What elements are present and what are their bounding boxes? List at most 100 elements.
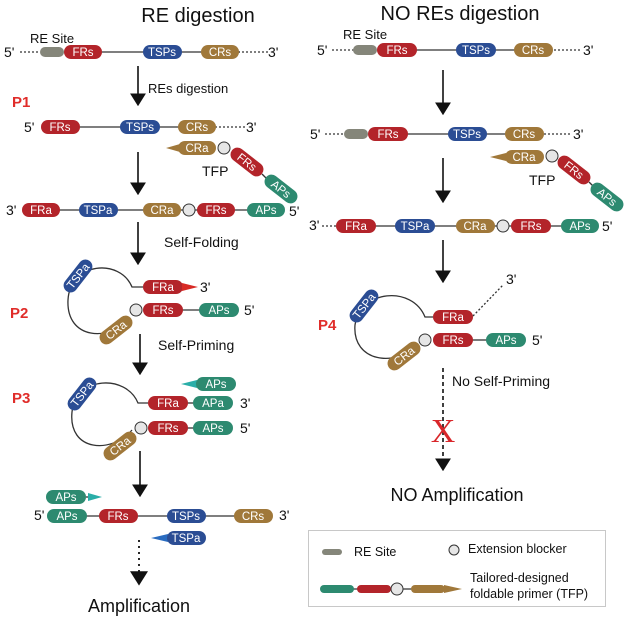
segment-tsps [448,127,487,141]
segment-fra [433,310,473,324]
primer-arrowhead [181,380,197,388]
segment-crs [514,43,553,57]
p4-folded-structure: P4 TSPa CRa FRa 3' FRs APs 5' [318,271,542,371]
segment-crs [178,120,216,134]
primer-aps [46,490,86,504]
segment-crs [201,45,239,59]
segment-label: FRa [157,398,179,410]
re-site-legend-icon [322,549,342,555]
five-prime-end: 5' [317,42,327,58]
five-prime-end: 5' [240,420,250,436]
p3-label: P3 [12,390,30,407]
segment-label: APs [56,511,77,523]
p2-folded-structure: P2 TSPa CRa FRa 3' FRs APs 5' [10,259,254,345]
segment-frs [99,509,138,523]
primer-aps [196,377,236,391]
p2-label: P2 [10,305,28,322]
segment-aps [561,219,599,233]
re-site-label: RE Site [30,31,74,46]
segment-label: FRa [345,221,367,233]
segment-crs [234,509,273,523]
final-amplicon: APs 5' APs FRs TSPs CRs 3' TSPa [34,490,289,545]
segment-tsps [456,43,496,57]
right-tfp-primer: CRa FRs APs TFP [490,149,624,212]
segment-label: TSPa [172,533,201,545]
extension-blocker-icon [545,149,559,163]
segment-frs [368,127,408,141]
p3-primed-structure: P3 TSPa CRa APs FRa APa 3' FRs APs 5' [12,377,250,461]
segment-label: CRa [512,152,536,164]
p1-label: P1 [12,94,30,111]
primer-arrowhead [166,144,180,152]
segment-tsps [167,509,206,523]
segment-label: APs [255,205,276,217]
segment-label: APs [202,423,223,435]
result-amplification: Amplification [88,596,190,616]
segment-label: TSPs [462,45,490,57]
segment-label: FRs [157,423,178,435]
three-prime-end: 3' [506,271,516,287]
segment-aps [199,303,239,317]
extension-blocker-icon [217,141,231,155]
segment-crs [505,127,544,141]
segment-label: APs [495,335,516,347]
legend-box: RE Site Extension blocker Tailored-desig… [308,530,606,607]
primer-arrowhead [490,153,506,161]
extension-blocker-legend-icon [448,544,460,556]
segment-label: FRs [442,335,463,347]
segment-frs [433,333,473,347]
p4-label: P4 [318,317,337,334]
extension-blocker-icon [129,303,143,317]
segment-cra [103,431,137,461]
three-prime-end: 3' [240,395,250,411]
segment-cra [99,315,133,345]
five-prime-end: 5' [4,44,14,60]
re-site-segment [40,47,64,57]
p1-tfp-primer: CRa FRs APs TFP [166,141,298,204]
extension-arrowhead [182,283,198,291]
segment-aps [193,421,233,435]
segment-aps [47,509,87,523]
segment-frs [557,155,591,185]
legend-re-site-label: RE Site [354,545,396,559]
segment-aps [264,174,298,204]
three-prime-end: 3' [279,507,289,523]
segment-tspa [349,289,379,323]
segment-tsps [120,120,160,134]
segment-label: FRs [377,129,398,141]
primer-arrowhead [88,493,102,501]
segment-label: FRa [442,312,464,324]
segment-fra [143,280,183,294]
segment-aps [486,333,526,347]
segment-label: TSPa [84,205,113,217]
right-extended-strand: 3' FRa TSPa CRa FRs APs 5' [309,217,612,234]
segment-label: APs [205,379,226,391]
segment-label: CRa [150,205,174,217]
segment-label: CRs [513,129,536,141]
segment-label: TSPs [172,511,200,523]
five-prime-end: 5' [34,507,44,523]
segment-cra [143,203,181,217]
result-no-amplification: NO Amplification [390,485,523,505]
segment-label: APs [569,221,590,233]
segment-fra [336,219,376,233]
segment-label: FRs [152,305,173,317]
segment-label: APs [55,492,76,504]
re-site-label: RE Site [343,27,387,42]
step-label-no-self-priming: No Self-Priming [452,373,550,389]
primer-tspa [167,531,206,545]
segment-label: FRs [107,511,128,523]
extension-blocker-icon [182,203,196,217]
segment-label: TSPa [401,221,430,233]
segment-label: FRs [520,221,541,233]
segment-label: CRs [522,45,545,57]
segment-aps [590,182,624,212]
three-prime-end: 3' [583,42,593,58]
five-prime-end: 5' [310,126,320,142]
segment-label: CRs [209,47,232,59]
extension-blocker-icon [496,219,510,233]
right-template-strand: RE Site 5' FRs TSPs CRs 3' [317,27,593,58]
segment-label: TSPs [453,129,481,141]
segment-cra [456,219,495,233]
extension-blocker-icon [418,333,432,347]
